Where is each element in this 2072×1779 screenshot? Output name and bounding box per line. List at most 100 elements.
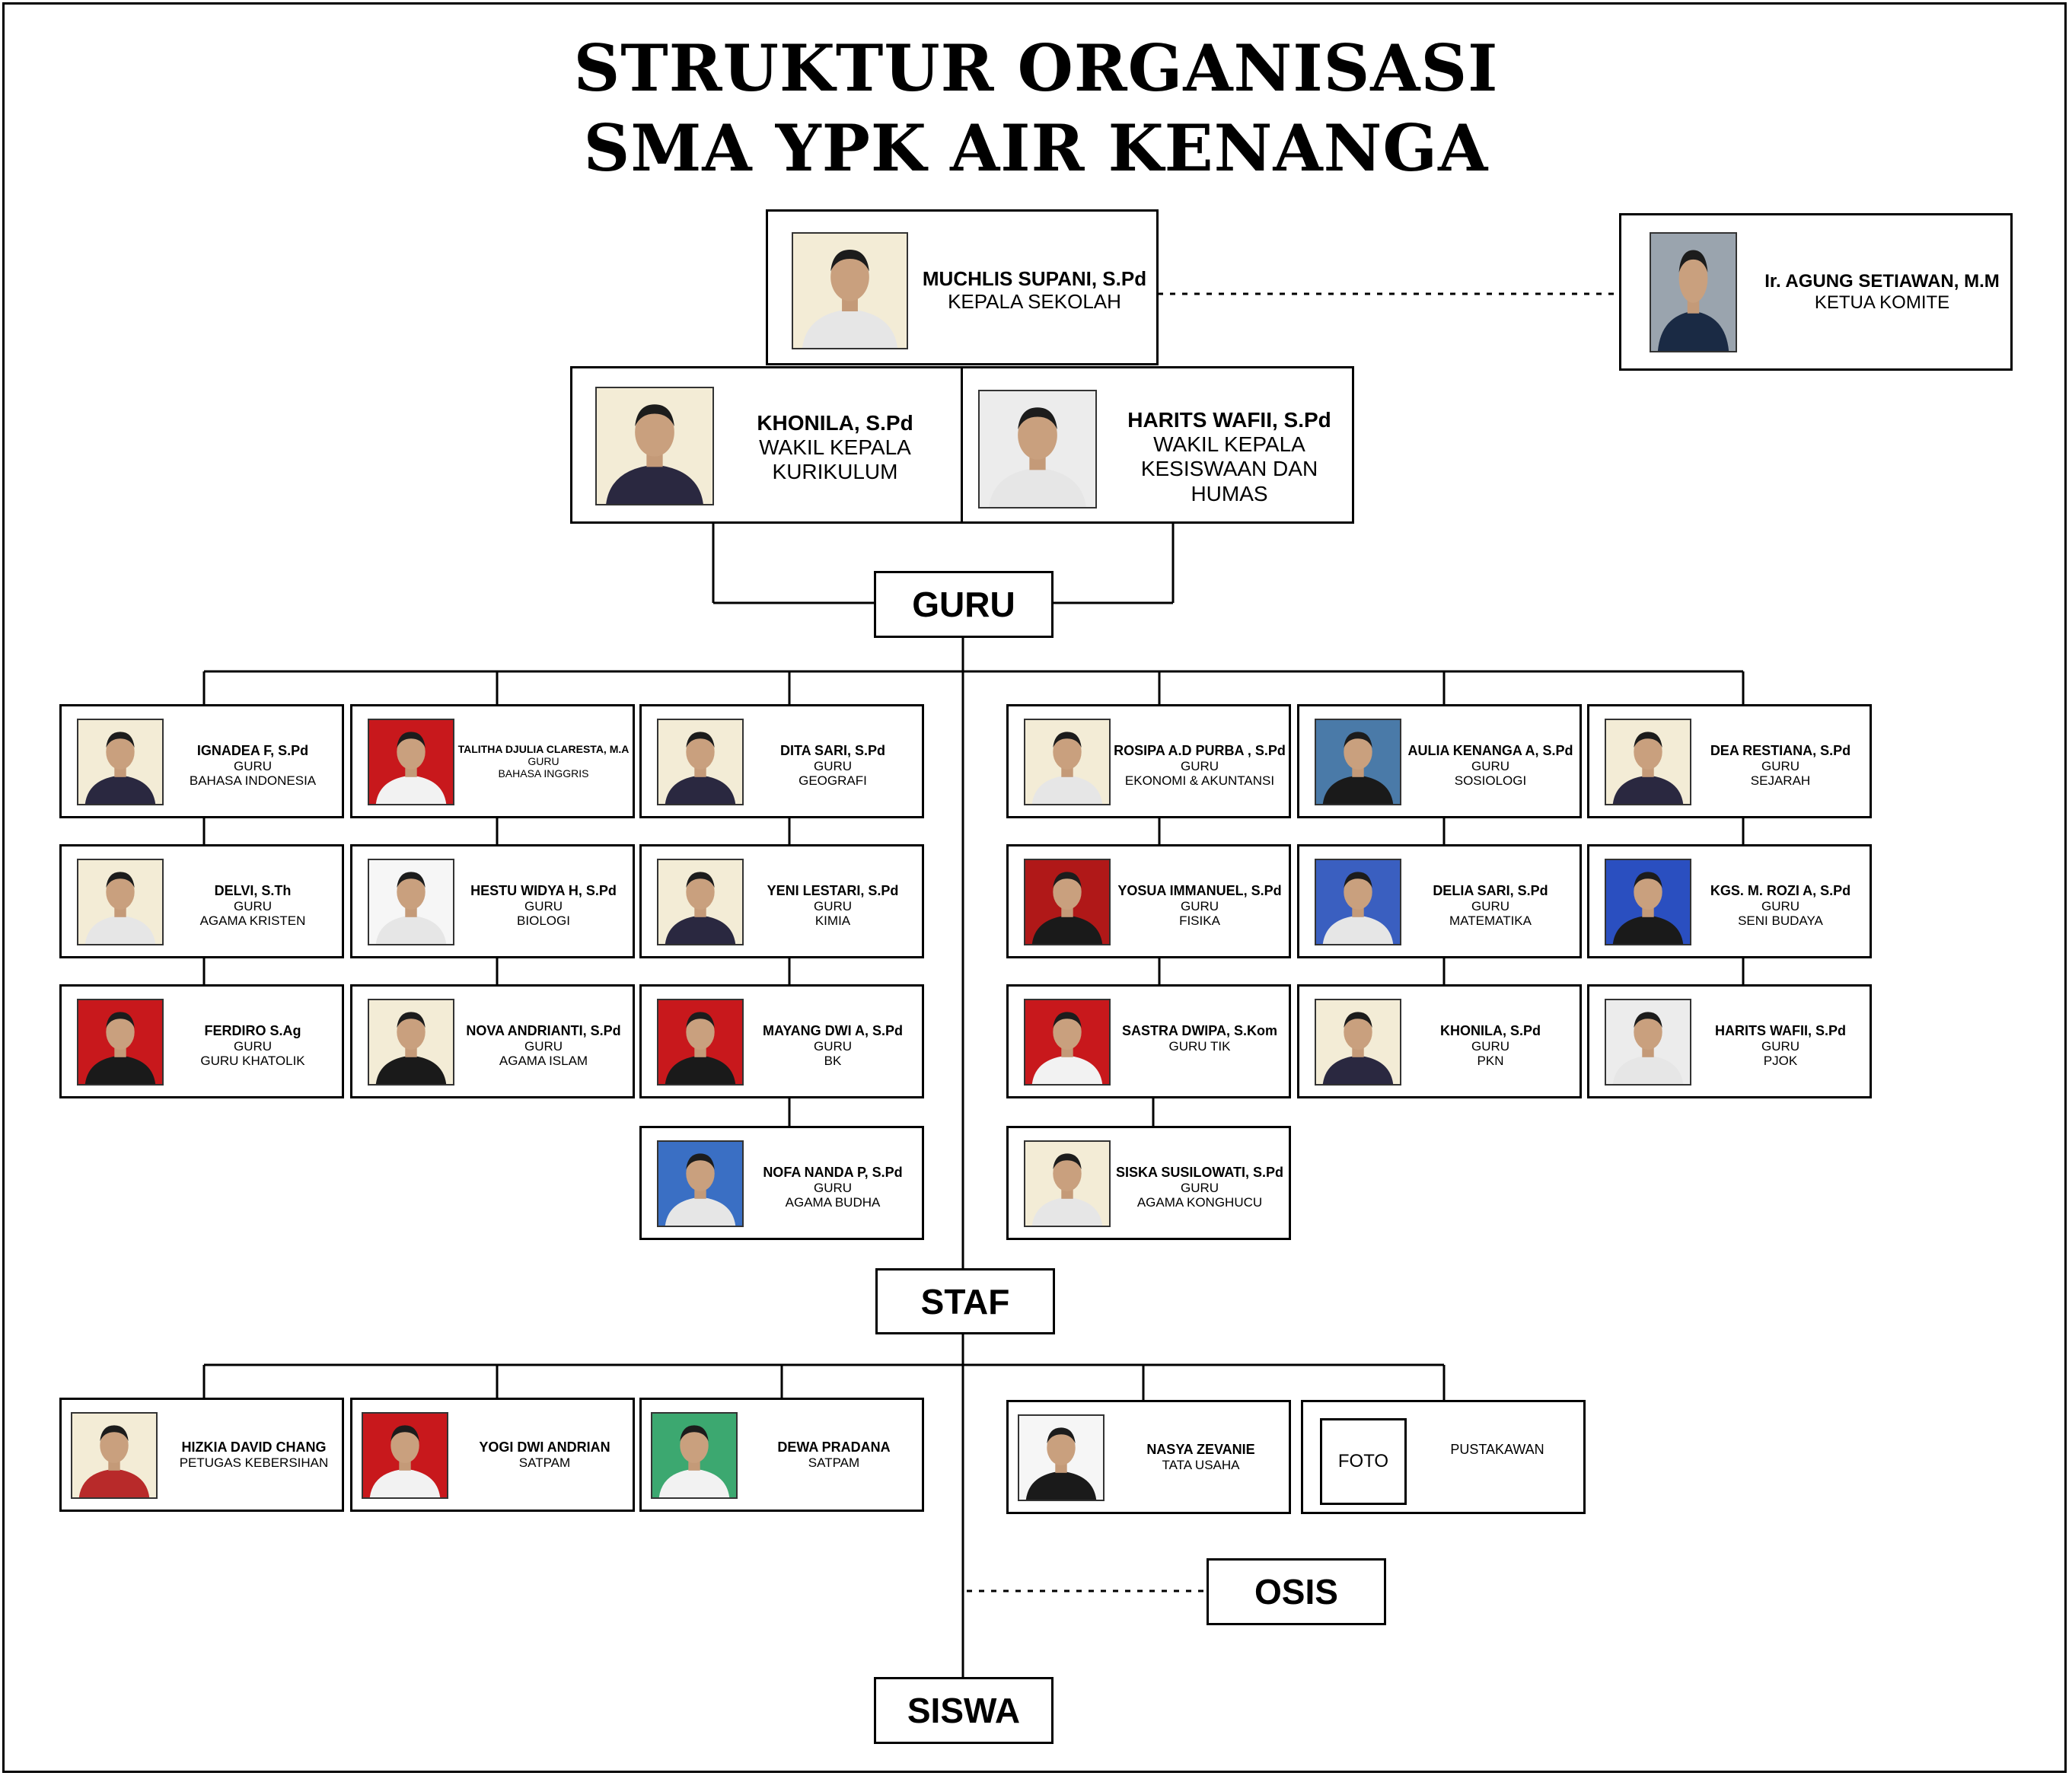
person-name: NASYA ZEVANIE	[1146, 1442, 1255, 1457]
person-photo	[978, 390, 1097, 509]
person-role: PETUGAS KEBERSIHAN	[179, 1455, 329, 1470]
person-photo	[657, 719, 744, 805]
person-photo	[1605, 719, 1691, 805]
person-name: HIZKIA DAVID CHANG	[181, 1439, 327, 1455]
person-name: HARITS WAFII, S.Pd	[1714, 1023, 1846, 1038]
person-photo	[595, 387, 714, 505]
section-siswa: SISWA	[874, 1677, 1054, 1744]
person-name: NOVA ANDRIANTI, S.Pd	[466, 1023, 621, 1038]
person-photo	[657, 859, 744, 945]
person-role: GURU GURU KHATOLIK	[200, 1038, 305, 1069]
person-photo	[1650, 232, 1737, 352]
person-photo	[368, 999, 454, 1086]
person-name: DEA RESTIANA, S.Pd	[1710, 743, 1851, 758]
person-name: TALITHA DJULIA CLARESTA, M.A	[457, 743, 630, 755]
person-role: GURU PJOK	[1761, 1038, 1800, 1069]
person-photo	[1605, 859, 1691, 945]
person-name: MAYANG DWI A, S.Pd	[762, 1023, 904, 1038]
person-photo	[1024, 1140, 1111, 1227]
person-photo	[657, 1140, 744, 1227]
person-photo	[1024, 999, 1111, 1086]
person-role: GURU EKONOMI & AKUNTANSI	[1124, 758, 1275, 789]
person-name: DELIA SARI, S.Pd	[1433, 883, 1548, 898]
person-role: GURU SENI BUDAYA	[1738, 898, 1823, 929]
person-role: GURU SEJARAH	[1750, 758, 1811, 789]
person-role: WAKIL KEPALA KESISWAAN DAN HUMAS	[1140, 432, 1318, 505]
person-name: HESTU WIDYA H, S.Pd	[470, 883, 617, 898]
person-photo	[77, 999, 164, 1086]
person-role: SATPAM	[808, 1455, 860, 1470]
person-photo	[651, 1412, 738, 1499]
person-name: YOGI DWI ANDRIAN	[479, 1439, 610, 1455]
person-name: DITA SARI, S.Pd	[779, 743, 885, 758]
person-photo	[368, 859, 454, 945]
person-name: KGS. M. ROZI A, S.Pd	[1710, 883, 1851, 898]
person-name: HARITS WAFII, S.Pd	[1127, 408, 1331, 432]
person-role: GURU AGAMA KONGHUCU	[1136, 1180, 1263, 1210]
person-photo	[1018, 1414, 1105, 1501]
person-name: Ir. AGUNG SETIAWAN, M.M	[1764, 271, 2000, 292]
person-role: GURU AGAMA BUDHA	[785, 1180, 881, 1210]
section-osis: OSIS	[1207, 1558, 1386, 1625]
person-role: KEPALA SEKOLAH	[948, 289, 1121, 313]
person-role: GURU TIK	[1168, 1038, 1231, 1054]
person-role: TATA USAHA	[1162, 1457, 1240, 1472]
person-role: GURU BIOLOGI	[517, 898, 570, 929]
person-name: DEWA PRADANA	[777, 1439, 891, 1455]
person-role: KETUA KOMITE	[1814, 292, 1950, 313]
person-role: GURU BK	[813, 1038, 853, 1069]
person-name: NOFA NANDA P, S.Pd	[763, 1165, 903, 1180]
person-photo	[1315, 859, 1401, 945]
person-role: GURU GEOGRAFI	[799, 758, 867, 789]
person-name: IGNADEA F, S.Pd	[196, 743, 309, 758]
person-role: GURU AGAMA ISLAM	[499, 1038, 588, 1069]
person-photo	[1605, 999, 1691, 1086]
person-photo	[362, 1412, 448, 1499]
person-photo	[1315, 719, 1401, 805]
person-role: GURU PKN	[1471, 1038, 1510, 1069]
person-photo	[77, 719, 164, 805]
person-photo	[368, 719, 454, 805]
person-name: SISKA SUSILOWATI, S.Pd	[1115, 1165, 1284, 1180]
person-photo	[71, 1412, 158, 1499]
person-name: MUCHLIS SUPANI, S.Pd	[922, 267, 1147, 290]
person-name: DELVI, S.Th	[214, 883, 292, 898]
person-name: FERDIRO S.Ag	[204, 1023, 301, 1038]
person-photo	[1024, 859, 1111, 945]
person-role: GURU FISIKA	[1179, 898, 1220, 929]
section-guru: GURU	[874, 571, 1054, 638]
person-photo	[1024, 719, 1111, 805]
person-role: GURU BAHASA INGGRIS	[498, 755, 589, 780]
person-role: WAKIL KEPALA KURIKULUM	[759, 435, 911, 484]
person-name: KHONILA, S.Pd	[757, 411, 913, 435]
person-name: ROSIPA A.D PURBA , S.Pd	[1114, 743, 1286, 758]
person-name: AULIA KENANGA A, S.Pd	[1407, 743, 1573, 758]
person-role: SATPAM	[518, 1455, 571, 1470]
staff-role-label: PUSTAKAWAN	[1450, 1442, 1544, 1457]
person-name: YOSUA IMMANUEL, S.Pd	[1117, 883, 1282, 898]
person-name: SASTRA DWIPA, S.Kom	[1121, 1023, 1277, 1038]
